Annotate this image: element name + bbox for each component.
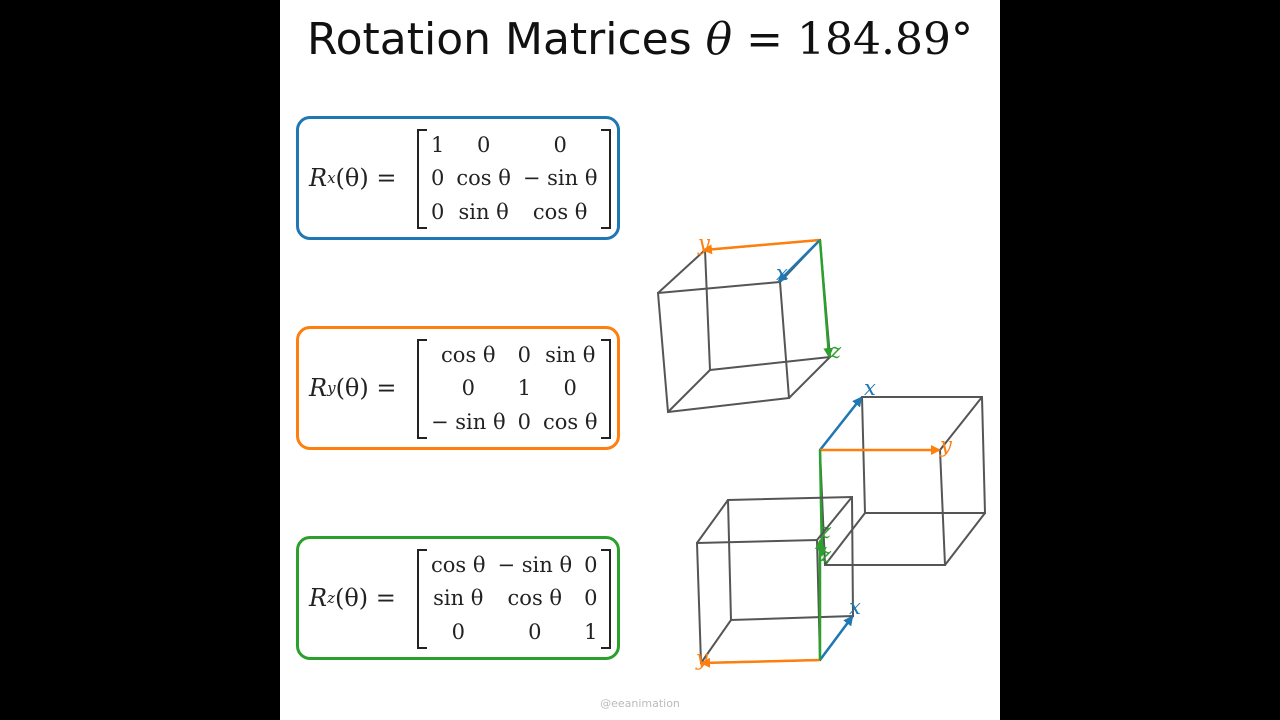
axis-label-x: x	[864, 376, 876, 400]
matrix-cell: 0	[563, 376, 577, 401]
matrix-cell: cos θ	[431, 553, 486, 578]
rotated-cubes-diagram: y x z x y z	[656, 231, 987, 670]
matrix-cell: 1	[584, 619, 598, 644]
matrix-cell: 0	[451, 619, 465, 644]
ry-matrix: cos θ 0 sin θ 0 1 0 − sin θ 0 cos θ	[417, 339, 612, 439]
matrix-cell: sin θ	[458, 199, 509, 224]
matrix-cell: 1	[517, 376, 531, 401]
matrix-cell: sin θ	[545, 343, 596, 368]
matrix-cell: 0	[431, 166, 445, 191]
title-angle-value: 184.89°	[797, 14, 974, 65]
title-text: Rotation Matrices	[306, 14, 692, 65]
matrix-cell: − sin θ	[522, 166, 598, 191]
matrix-cell: 0	[553, 133, 567, 158]
watermark: @eeanimation	[600, 697, 680, 710]
title-theta: θ	[705, 14, 733, 65]
cube-rotated-z-axes	[700, 539, 854, 668]
title-equals: =	[746, 14, 784, 65]
matrix-cell: cos θ	[542, 409, 598, 434]
matrix-cell: 0	[431, 199, 445, 224]
axis-label-y: y	[939, 433, 953, 457]
axis-label-y: y	[695, 646, 709, 670]
axis-label-x: x	[849, 595, 861, 619]
matrix-cell: 0	[528, 619, 542, 644]
matrix-cell: cos θ	[507, 586, 563, 611]
cube-rotated-x-axes	[702, 238, 834, 358]
axis-label-z: z	[819, 543, 832, 567]
axis-label-z: z	[829, 339, 842, 363]
matrix-cell: 1	[431, 133, 445, 158]
axis-label-x: x	[776, 261, 788, 285]
matrix-cell: 0	[517, 409, 531, 434]
matrix-cell: cos θ	[532, 199, 588, 224]
matrix-cell: 0	[517, 343, 531, 368]
matrix-cell: 0	[584, 586, 598, 611]
rx-matrix: 1 0 0 0 cos θ − sin θ 0 sin θ cos θ	[417, 129, 612, 229]
matrix-cell: − sin θ	[497, 553, 573, 578]
rz-matrix: cos θ − sin θ 0 sin θ cos θ 0 0 0 1	[417, 549, 612, 649]
cube-rotated-x	[656, 238, 832, 414]
axis-label-y: y	[697, 231, 711, 255]
matrix-cell: 0	[584, 553, 598, 578]
cube-rotated-y	[818, 396, 987, 566]
cube-rotated-y-axes	[816, 396, 941, 557]
matrix-cell: 0	[461, 376, 475, 401]
matrix-cell: cos θ	[441, 343, 496, 368]
matrix-cell: cos θ	[456, 166, 511, 191]
matrix-cell: − sin θ	[431, 409, 506, 434]
slide-title: Rotation Matrices θ = 184.89°	[280, 14, 1000, 65]
matrix-cell: sin θ	[433, 586, 484, 611]
matrix-cell: 0	[476, 133, 491, 158]
